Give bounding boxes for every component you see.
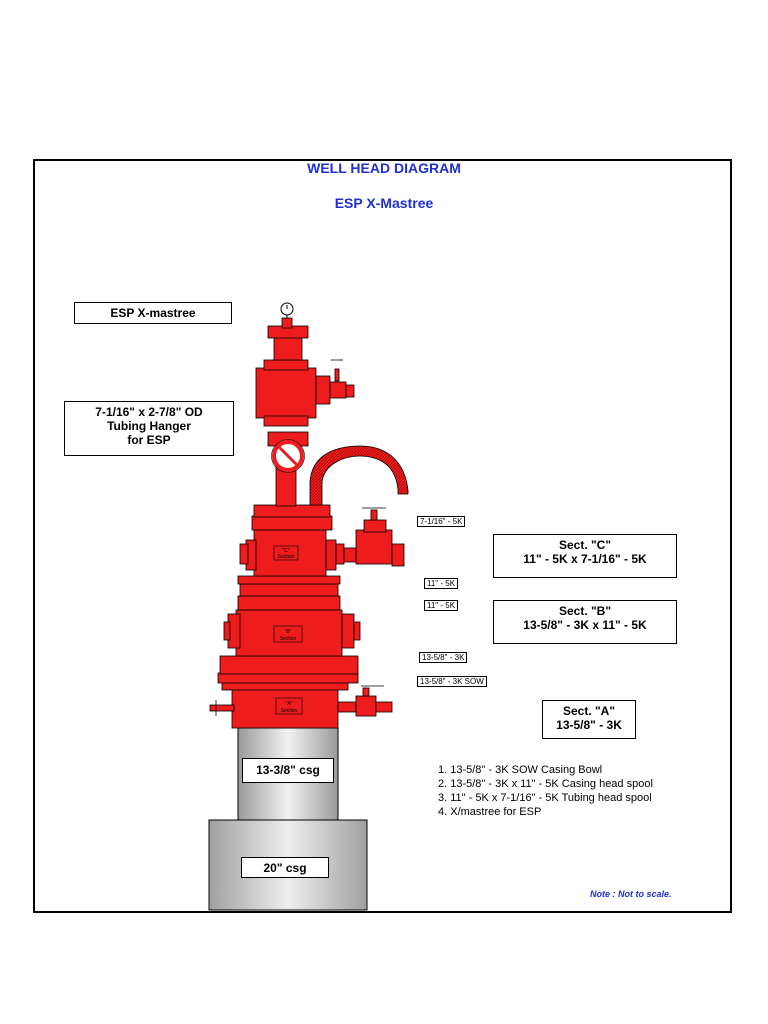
- label-sect-a-spec: 13-5/8" - 3K: [556, 718, 622, 732]
- pressure-gauge-icon: [280, 302, 294, 318]
- tag-11-5k-upper: 11" - 5K: [424, 578, 459, 589]
- label-13-3-8-csg: 13-3/8" csg: [242, 758, 334, 783]
- section-mark-b: "B" Section: [273, 625, 303, 643]
- section-c-tubing-head-spool: [239, 507, 405, 577]
- diagram-subtitle: ESP X-Mastree: [334, 195, 434, 211]
- tag-13-5-8-3k-sow: 13-5/8" - 3K SOW: [417, 676, 487, 687]
- component-legend: 1. 13-5/8" - 3K SOW Casing Bowl 2. 13-5/…: [438, 763, 653, 819]
- label-tubing-hanger: 7-1/16" x 2-7/8" OD Tubing Hanger for ES…: [64, 401, 234, 456]
- section-mark-b-line1: "B": [285, 629, 292, 635]
- label-tubing-hanger-line1: 7-1/16" x 2-7/8" OD: [95, 405, 203, 419]
- diagram-title: WELL HEAD DIAGRAM: [307, 160, 461, 176]
- scale-note: Note : Not to scale.: [590, 889, 672, 899]
- label-sect-c-title: Sect. "C": [558, 538, 612, 552]
- label-sect-c: Sect. "C" 11" - 5K x 7-1/16" - 5K: [493, 534, 677, 578]
- label-tubing-hanger-line3: for ESP: [127, 433, 171, 447]
- section-mark-a-line1: "A": [286, 701, 293, 707]
- gooseneck-pipe: [309, 445, 409, 506]
- tag-11-5k-lower: 11" - 5K: [424, 600, 459, 611]
- section-mark-b-line2: Section: [280, 636, 297, 642]
- label-sect-b-spec: 13-5/8" - 3K x 11" - 5K: [523, 618, 647, 632]
- master-valve-icon: [271, 439, 305, 473]
- section-mark-c-line2: Section: [278, 554, 295, 560]
- legend-item-3: 3. 11" - 5K x 7-1/16" - 5K Tubing head s…: [438, 792, 652, 804]
- xmastree: [255, 317, 355, 507]
- section-mark-a-line2: Section: [281, 708, 298, 714]
- label-tubing-hanger-line2: Tubing Hanger: [107, 419, 191, 433]
- flange-13-5-8-3k: [217, 672, 359, 684]
- legend-item-4: 4. X/mastree for ESP: [438, 806, 542, 818]
- legend-item-2: 2. 13-5/8" - 3K x 11" - 5K Casing head s…: [438, 778, 653, 790]
- diagram-frame: [33, 159, 732, 913]
- label-13-3-8-csg-text: 13-3/8" csg: [256, 763, 320, 777]
- tag-13-5-8-3k: 13-5/8" - 3K: [419, 652, 468, 663]
- label-esp-xmastree: ESP X-mastree: [74, 302, 232, 324]
- label-20-csg-text: 20" csg: [263, 861, 307, 875]
- section-mark-c-line1: "C": [282, 548, 289, 554]
- label-sect-a: Sect. "A" 13-5/8" - 3K: [542, 700, 636, 739]
- legend-item-1: 1. 13-5/8" - 3K SOW Casing Bowl: [438, 764, 603, 776]
- label-esp-xmastree-text: ESP X-mastree: [110, 306, 196, 320]
- flange-7-1-16-5k: [251, 515, 333, 531]
- section-mark-c: "C" Section: [273, 545, 299, 561]
- label-sect-a-title: Sect. "A": [562, 704, 616, 718]
- label-sect-b-title: Sect. "B": [558, 604, 612, 618]
- label-sect-b: Sect. "B" 13-5/8" - 3K x 11" - 5K: [493, 600, 677, 644]
- flange-11in-5k-lower: [237, 595, 341, 611]
- label-sect-c-spec: 11" - 5K x 7-1/16" - 5K: [523, 552, 647, 566]
- label-20-csg: 20" csg: [241, 857, 329, 878]
- section-mark-a: "A" Section: [275, 697, 303, 715]
- tag-7-1-16-5k: 7-1/16" - 5K: [417, 516, 466, 527]
